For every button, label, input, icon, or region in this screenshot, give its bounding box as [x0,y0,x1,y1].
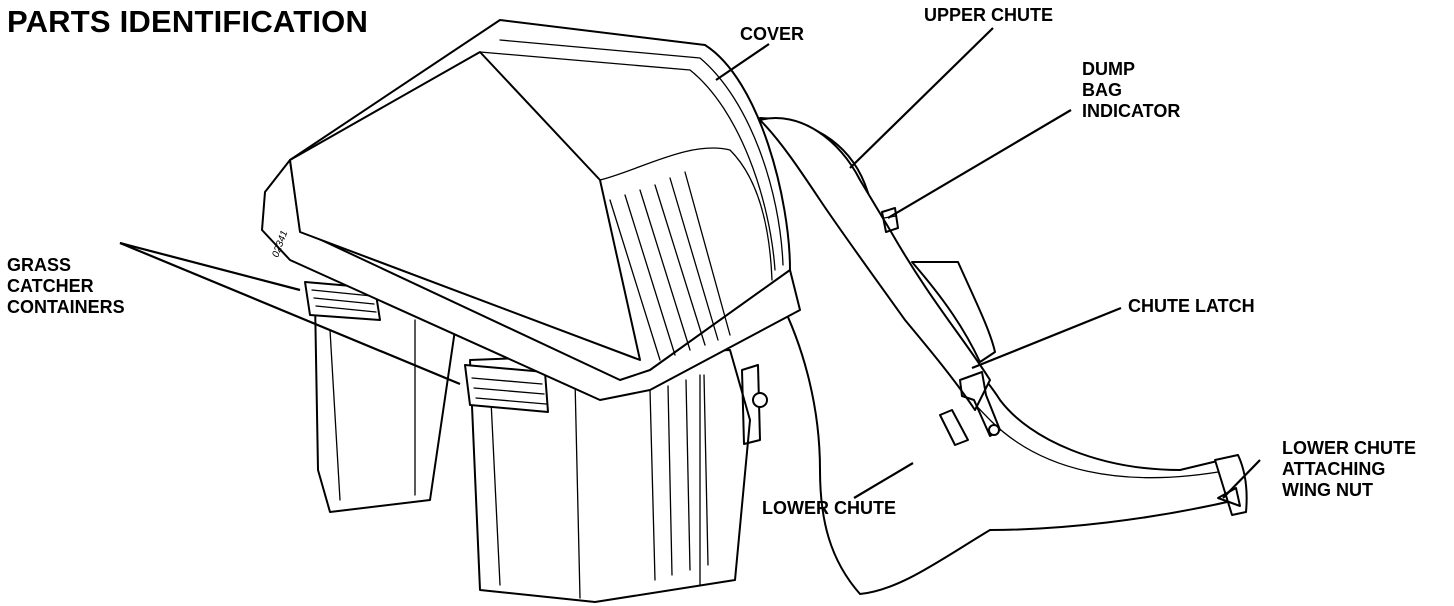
label-grass-catcher-containers: GRASS CATCHER CONTAINERS [7,255,125,317]
cover: 02341 [261,19,801,581]
leader-lines [119,27,1261,499]
label-upper-chute: UPPER CHUTE [924,5,1054,25]
label-chute-latch: CHUTE LATCH [1128,296,1255,316]
label-dump-bag-indicator: DUMP BAG INDICATOR [1082,59,1181,121]
label-lower-chute: LOWER CHUTE [762,498,896,518]
label-lower-chute-wing-nut: LOWER CHUTE ATTACHING WING NUT [1282,438,1416,500]
label-cover: COVER [740,24,805,44]
page-title: PARTS IDENTIFICATION [7,4,369,39]
